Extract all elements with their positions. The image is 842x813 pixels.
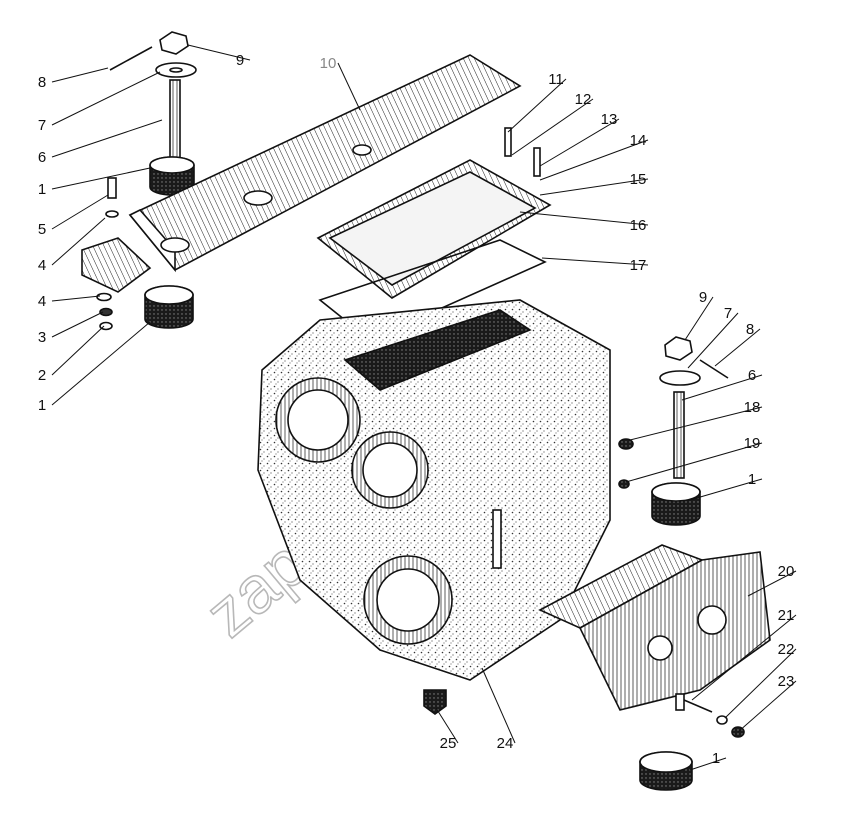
- callout-label: 1: [38, 181, 46, 198]
- leader-line: [51, 295, 101, 302]
- callout-label: 20: [778, 563, 795, 580]
- callout-label: 7: [38, 117, 46, 134]
- leader-line: [747, 570, 797, 597]
- callout-label: 12: [575, 91, 592, 108]
- leader-line: [481, 667, 516, 744]
- leader-line: [51, 217, 106, 266]
- leader-line: [187, 44, 251, 61]
- leader-line: [541, 257, 649, 266]
- callout-label: 23: [778, 673, 795, 690]
- leader-line: [684, 296, 714, 341]
- leader-line: [51, 167, 151, 190]
- leader-line: [51, 321, 151, 406]
- callout-label: 22: [778, 641, 795, 658]
- leader-line: [337, 62, 361, 111]
- leader-line: [724, 648, 797, 719]
- leader-line: [51, 119, 163, 158]
- callout-label: 21: [778, 607, 795, 624]
- leader-line: [51, 194, 109, 230]
- leader-line: [511, 98, 594, 156]
- drain-plug-part: [423, 689, 447, 715]
- leader-lines: [51, 44, 797, 771]
- top-cover-part: [316, 127, 552, 341]
- callout-label: 3: [38, 329, 46, 346]
- leader-line: [737, 680, 797, 733]
- callout-label: 10: [320, 55, 337, 72]
- callout-label: 25: [440, 735, 457, 752]
- callout-label: 1: [712, 750, 720, 767]
- left-mount-top: [109, 31, 197, 196]
- leader-line: [539, 178, 649, 196]
- leader-line: [435, 707, 459, 744]
- callout-label: 6: [38, 149, 46, 166]
- callout-label: 4: [38, 293, 46, 310]
- callout-label: 11: [548, 71, 564, 88]
- callout-label: 18: [744, 399, 761, 416]
- leader-line: [629, 406, 763, 441]
- long-bracket-part: [128, 54, 522, 273]
- leader-line: [714, 328, 761, 367]
- leader-line: [507, 78, 567, 133]
- callout-label: 8: [38, 74, 46, 91]
- callout-label: 24: [497, 735, 514, 752]
- small-bolt-assembly: [81, 177, 194, 331]
- callout-label: 19: [744, 435, 761, 452]
- callout-label: 9: [236, 52, 244, 69]
- bracket-bolt-assembly: [675, 693, 745, 738]
- leader-line: [51, 71, 161, 126]
- callout-label: 15: [630, 171, 647, 188]
- leader-line: [689, 757, 727, 771]
- callout-label: 4: [38, 257, 46, 274]
- support-bracket-part: [538, 544, 771, 711]
- right-mount-top: [618, 336, 729, 526]
- leader-line: [681, 374, 763, 401]
- callout-label: 1: [38, 397, 46, 414]
- callout-label: 7: [724, 305, 732, 322]
- leader-line: [519, 211, 649, 226]
- callout-label: 17: [630, 257, 647, 274]
- callout-label: 16: [630, 217, 647, 234]
- gearbox-housing-part: [257, 299, 611, 681]
- leader-line: [625, 442, 763, 483]
- bottom-cushion-part: [639, 751, 693, 791]
- leader-line: [687, 312, 739, 369]
- leader-line: [51, 325, 105, 376]
- callout-label: 5: [38, 221, 46, 238]
- callout-label: 13: [601, 111, 618, 128]
- callout-label: 8: [746, 321, 754, 338]
- callout-label: 1: [748, 471, 756, 488]
- leader-line: [539, 118, 620, 167]
- leader-line: [51, 311, 104, 338]
- leader-line: [51, 67, 109, 83]
- leader-line: [691, 614, 797, 701]
- callout-label: 9: [699, 289, 707, 306]
- leader-line: [689, 478, 763, 501]
- callout-label: 6: [748, 367, 756, 384]
- callout-label: 2: [38, 367, 46, 384]
- leader-line: [539, 139, 649, 181]
- callout-label: 14: [630, 132, 647, 149]
